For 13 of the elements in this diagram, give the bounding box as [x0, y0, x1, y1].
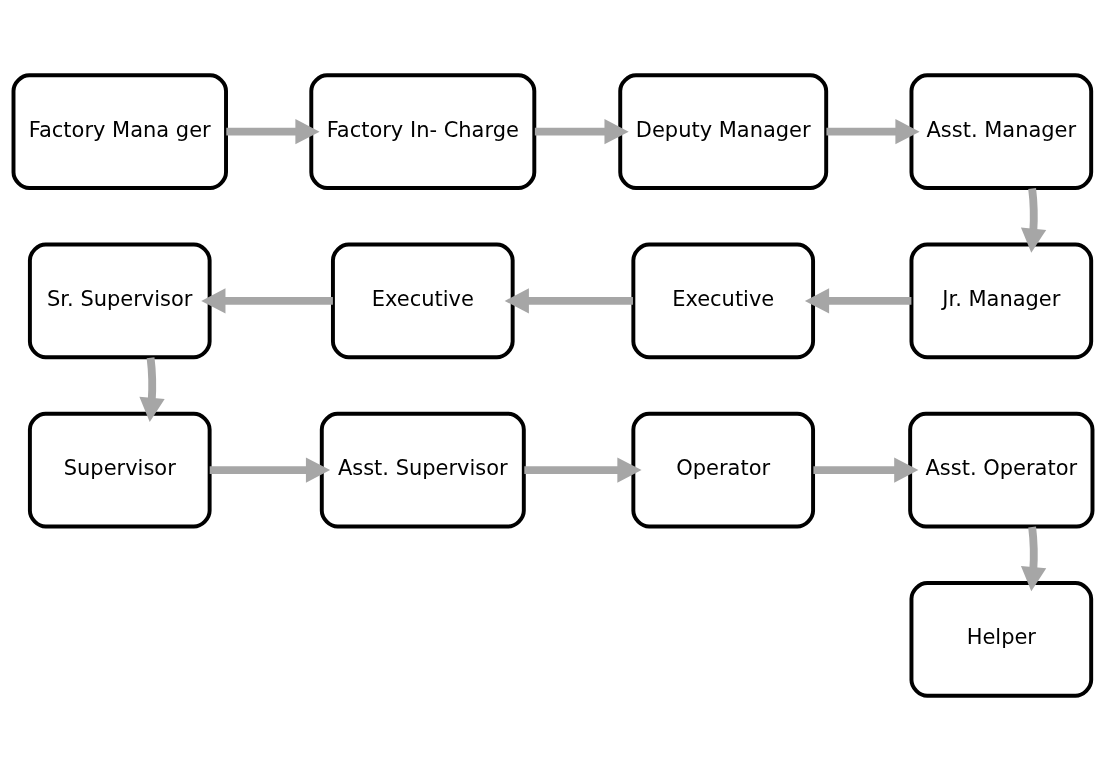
node-box: Deputy Manager: [618, 73, 829, 191]
node-box: Factory In- Charge: [309, 73, 537, 191]
node-box: Operator: [631, 411, 816, 529]
node-box: Executive: [330, 242, 515, 360]
node-box: Asst. Manager: [909, 73, 1094, 191]
node-box: Helper: [909, 580, 1094, 698]
node-box: Factory Mana ger: [11, 73, 228, 191]
node-box: Asst. Supervisor: [319, 411, 526, 529]
node-box: Supervisor: [27, 411, 212, 529]
node-box: Sr. Supervisor: [27, 242, 212, 360]
node-box: Asst. Operator: [908, 411, 1095, 529]
node-box: Jr. Manager: [909, 242, 1094, 360]
node-box: Executive: [631, 242, 816, 360]
